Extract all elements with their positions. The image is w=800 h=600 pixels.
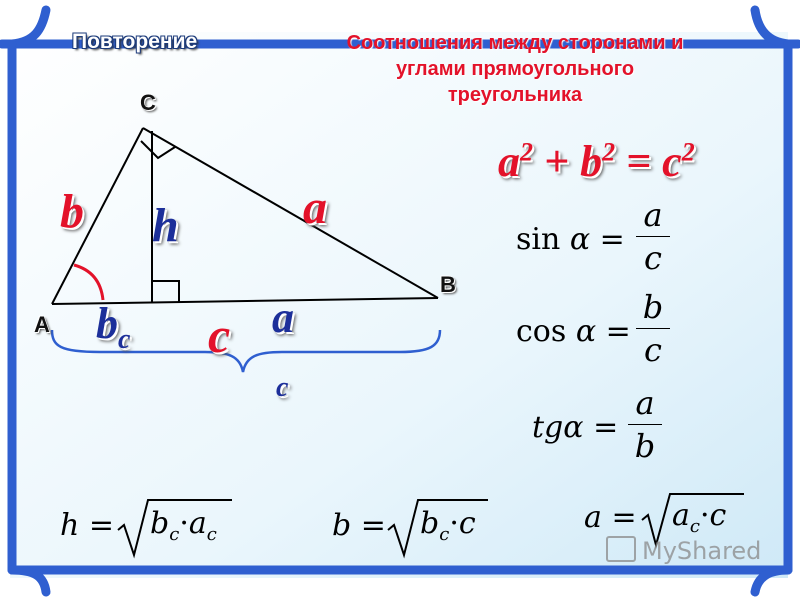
height-h-label: h xyxy=(152,199,179,252)
sin-fraction-bar xyxy=(636,236,670,237)
tg-formula-lhs: tgα = xyxy=(532,410,618,445)
f2-eq: = xyxy=(360,508,386,543)
f3-dot: · xyxy=(699,498,710,533)
side-b-line xyxy=(51,127,144,305)
cos-alpha: α xyxy=(575,314,597,349)
vertex-c-label: C xyxy=(140,90,156,115)
projection-a-letter: a xyxy=(272,293,294,342)
watermark-text: MyShared xyxy=(642,537,762,565)
pyth-eq: = xyxy=(615,137,663,186)
f1-t1-sub: c xyxy=(169,524,180,545)
f1-eq: = xyxy=(88,508,115,543)
watermark: MyShared xyxy=(606,536,761,565)
formula-b-lhs: b = xyxy=(332,508,386,543)
title-line-2: углами прямоугольного xyxy=(395,58,635,80)
cos-fraction-bar xyxy=(636,328,670,329)
f1-t2: a xyxy=(188,506,207,541)
side-b-label: b xyxy=(60,185,84,238)
f3-eq: = xyxy=(611,500,637,535)
projection-b-sub: c xyxy=(118,323,131,355)
f1-t1: b xyxy=(150,506,170,541)
cos-fraction: b c xyxy=(636,288,670,369)
f2-dot: · xyxy=(449,506,459,541)
radical-3 xyxy=(641,493,744,549)
side-a-line xyxy=(142,127,439,299)
pyth-plus: + xyxy=(533,137,581,186)
right-angle-mark-c xyxy=(140,140,176,160)
pyth-c-exp: 2 xyxy=(681,137,695,167)
tg-fn: tg xyxy=(532,410,564,445)
side-a-label: a xyxy=(303,181,327,234)
hypotenuse-brace xyxy=(50,329,442,373)
title-line-1: Соотношения между сторонами и xyxy=(346,32,684,54)
formula-a-radicand: ac·c xyxy=(672,498,726,537)
pythagoras-formula: a2 + b2 = c2 xyxy=(498,136,695,187)
sin-formula-lhs: sin α = xyxy=(516,222,625,257)
tg-numerator: a xyxy=(635,384,655,422)
frame-border xyxy=(0,5,800,597)
radical-1 xyxy=(117,499,232,559)
f2-t1: b xyxy=(420,506,440,541)
sin-alpha: α xyxy=(569,222,591,257)
sin-fn: sin xyxy=(516,222,561,257)
right-triangle xyxy=(51,127,439,305)
f1-t2-sub: c xyxy=(206,524,217,545)
tg-fraction-bar xyxy=(628,424,662,425)
vertex-b-label: B xyxy=(440,272,456,297)
sin-numerator: a xyxy=(643,196,663,234)
formula-b-radicand: bc·c xyxy=(420,506,476,545)
cos-numerator: b xyxy=(642,288,664,326)
cos-fn: cos xyxy=(516,314,567,349)
right-angle-mark-foot xyxy=(152,280,180,302)
f3-lhs: a xyxy=(584,500,602,535)
cos-eq: = xyxy=(605,314,631,349)
formula-h-radicand: bc·ac xyxy=(150,506,217,545)
pyth-a: a xyxy=(498,137,520,186)
f3-t1-sub: c xyxy=(689,516,700,537)
projection-b-label: bc xyxy=(96,298,130,356)
f2-lhs: b xyxy=(332,508,352,543)
projection-b-letter: b xyxy=(96,299,118,348)
sin-eq: = xyxy=(599,222,625,257)
f1-lhs: h xyxy=(60,508,80,543)
formula-h-lhs: h = xyxy=(60,508,114,543)
tg-eq: = xyxy=(593,410,619,445)
radical-2 xyxy=(387,499,488,559)
f3-t2: c xyxy=(709,498,727,533)
vertex-a-label: A xyxy=(34,312,50,337)
tg-denominator: b xyxy=(634,427,656,465)
sin-denominator: c xyxy=(644,239,662,277)
sin-fraction: a c xyxy=(636,196,670,277)
tg-alpha: α xyxy=(563,410,584,445)
hypotenuse-c-line xyxy=(51,297,439,305)
f2-t1-sub: c xyxy=(439,524,450,545)
f2-t2: c xyxy=(458,506,476,541)
f1-dot: · xyxy=(179,506,189,541)
pyth-b-exp: 2 xyxy=(602,137,616,167)
f3-t1: a xyxy=(672,498,690,533)
angle-alpha-arc xyxy=(73,263,105,301)
projection-a-sub: c xyxy=(276,372,289,403)
pyth-a-exp: 2 xyxy=(520,137,533,167)
slide-title: Соотношения между сторонами и углами пря… xyxy=(270,30,760,108)
title-line-3: треугольника xyxy=(447,84,583,106)
pyth-c: c xyxy=(662,137,682,186)
tg-fraction: a b xyxy=(628,384,662,465)
pyth-b: b xyxy=(580,137,603,186)
slide-background xyxy=(10,32,788,578)
radical-signs xyxy=(117,493,744,559)
cos-formula-lhs: cos α = xyxy=(516,314,631,349)
presentation-icon xyxy=(606,536,636,562)
section-label: Повторение xyxy=(72,30,198,53)
formula-a-lhs: a = xyxy=(584,500,637,535)
hypotenuse-c-label: c xyxy=(208,307,231,363)
cos-denominator: c xyxy=(644,331,662,369)
